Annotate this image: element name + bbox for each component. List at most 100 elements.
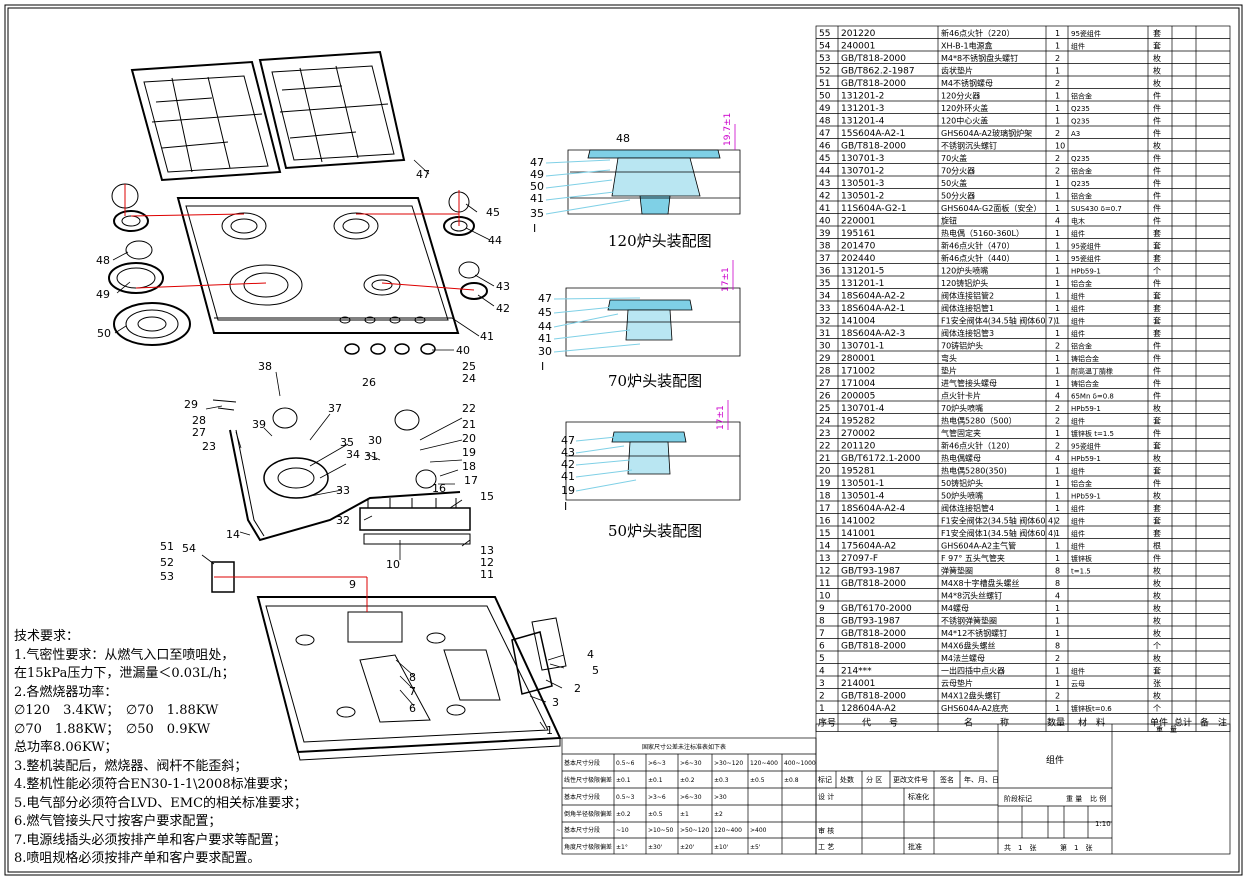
parts-cell-mat: HPb59-1 <box>1071 455 1101 463</box>
parts-cell-unit: 枚 <box>1153 691 1161 701</box>
parts-cell-qty: 2 <box>1055 404 1060 413</box>
parts-cell-mat: 组件 <box>1071 42 1085 51</box>
tolerance-cell: 0.5~3 <box>616 794 635 801</box>
parts-cell-name: GHS604A-G2面板（安全） <box>941 203 1041 213</box>
svg-text:30: 30 <box>538 345 552 358</box>
parts-cell-mat: 铝合金 <box>1071 167 1092 176</box>
tolerance-cell: ±1 <box>680 811 689 818</box>
parts-cell-code: 171002 <box>841 367 875 377</box>
svg-text:47: 47 <box>416 168 430 181</box>
parts-cell-code: 130501-1 <box>841 479 884 489</box>
svg-text:处数: 处数 <box>840 775 854 784</box>
parts-cell-unit: 套 <box>1153 328 1161 338</box>
parts-cell-unit: 个 <box>1153 704 1161 713</box>
svg-text:5: 5 <box>592 664 599 677</box>
parts-header-code: 代 号 <box>862 718 898 729</box>
svg-text:38: 38 <box>258 360 272 373</box>
parts-list-grid <box>815 25 1231 732</box>
parts-cell-code: 201220 <box>841 29 876 39</box>
parts-cell-name: F 97° 五头气管夹 <box>941 553 1005 563</box>
svg-text:47: 47 <box>538 292 552 305</box>
svg-text:16: 16 <box>432 482 446 495</box>
svg-text:比 例: 比 例 <box>1090 794 1106 803</box>
parts-cell-no: 18 <box>819 492 831 502</box>
parts-cell-no: 49 <box>819 104 831 114</box>
parts-cell-code: GB/T818-2000 <box>841 54 906 64</box>
tolerance-cell: ±0.5 <box>750 777 765 784</box>
svg-text:17±1: 17±1 <box>721 267 731 292</box>
guide-lines <box>124 184 475 612</box>
tolerance-cell: ±0.1 <box>648 777 663 784</box>
tolerance-cell: ±0.1 <box>616 777 631 784</box>
parts-cell-code: 18S604A-A2-4 <box>841 504 905 514</box>
parts-cell-mat: 铝合金 <box>1071 192 1092 201</box>
parts-cell-name: 弹簧垫圈 <box>941 566 973 576</box>
exploded-view <box>108 50 567 761</box>
svg-text:52: 52 <box>160 556 174 569</box>
svg-text:41: 41 <box>538 332 552 345</box>
svg-text:48: 48 <box>96 254 110 267</box>
svg-text:28: 28 <box>192 414 206 427</box>
parts-cell-mat: 组件 <box>1071 292 1085 301</box>
parts-cell-mat: 组件 <box>1071 329 1085 338</box>
parts-cell-no: 44 <box>819 167 831 177</box>
parts-cell-unit: 件 <box>1153 391 1161 401</box>
parts-cell-no: 15 <box>819 529 830 539</box>
parts-cell-unit: 套 <box>1153 291 1161 301</box>
parts-cell-name: M4X12盘头螺钉 <box>941 691 1001 701</box>
parts-cell-no: 34 <box>819 292 831 302</box>
svg-text:22: 22 <box>462 402 476 415</box>
parts-cell-code: 200005 <box>841 392 875 402</box>
parts-cell-mat: 组件 <box>1071 317 1085 326</box>
parts-cell-no: 5 <box>819 654 825 664</box>
parts-cell-code: 201120 <box>841 442 876 452</box>
parts-cell-unit: 套 <box>1153 416 1161 426</box>
parts-cell-qty: 4 <box>1055 454 1060 463</box>
svg-text:35: 35 <box>340 436 354 449</box>
svg-text:23: 23 <box>202 440 216 453</box>
parts-cell-unit: 根 <box>1153 541 1161 551</box>
parts-cell-mat: 组件 <box>1071 467 1085 476</box>
parts-cell-code: GB/T818-2000 <box>841 579 906 589</box>
svg-text:20: 20 <box>462 432 476 445</box>
parts-cell-qty: 1 <box>1055 229 1060 238</box>
svg-text:3: 3 <box>552 696 559 709</box>
svg-text:21: 21 <box>462 418 476 431</box>
note-line: 4.整机性能必须符合EN30-1-1\2008标准要求； <box>14 777 296 792</box>
parts-cell-unit: 件 <box>1153 216 1161 226</box>
tolerance-cell: ±0.2 <box>616 811 631 818</box>
tolerance-cell: ±30' <box>648 844 663 851</box>
svg-text:32: 32 <box>336 514 350 527</box>
svg-text:44: 44 <box>538 320 552 333</box>
tolerance-cell: ±0.5 <box>648 811 663 818</box>
svg-text:共 1 张: 共 1 张 <box>1004 843 1036 852</box>
svg-text:47: 47 <box>530 156 544 169</box>
parts-cell-no: 7 <box>819 629 825 639</box>
parts-cell-name: 不锈钢沉头螺钉 <box>941 141 997 151</box>
parts-cell-qty: 2 <box>1055 167 1060 176</box>
note-line: 8.喷咀规格必须按排产单和客户要求配置。 <box>14 851 261 866</box>
parts-cell-qty: 1 <box>1055 604 1060 613</box>
parts-cell-code: 131201-2 <box>841 92 884 102</box>
parts-cell-mat: 组件 <box>1071 517 1085 526</box>
parts-cell-mat: 铝合金 <box>1071 279 1092 288</box>
parts-cell-unit: 枚 <box>1153 628 1161 638</box>
parts-cell-qty: 4 <box>1055 592 1060 601</box>
parts-cell-mat: 组件 <box>1071 304 1085 313</box>
parts-cell-unit: 件 <box>1153 341 1161 351</box>
parts-cell-name: 垫片 <box>941 366 957 376</box>
parts-cell-qty: 4 <box>1055 392 1060 401</box>
parts-cell-mat: 95瓷组件 <box>1071 29 1101 38</box>
parts-cell-code: GB/T818-2000 <box>841 642 906 652</box>
svg-text:24: 24 <box>462 372 476 385</box>
